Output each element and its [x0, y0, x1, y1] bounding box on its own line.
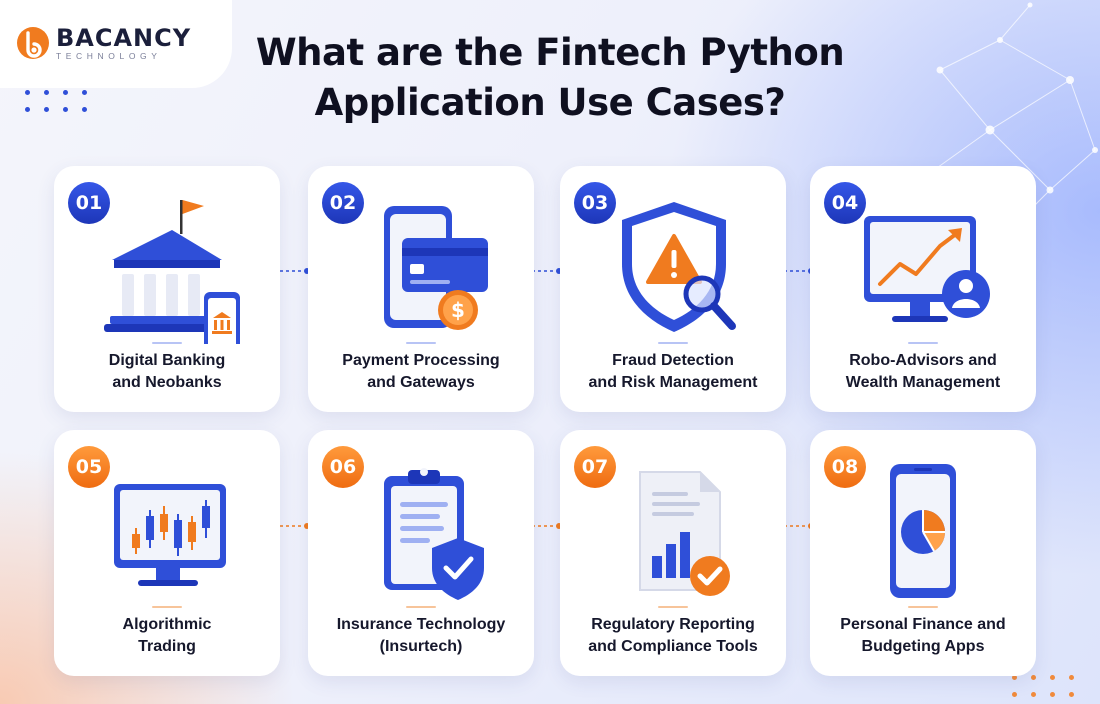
use-case-card-digital-banking: 01 Digital Banking and Neobanks [54, 166, 280, 412]
card-title: Robo-Advisors and Wealth Management [818, 350, 1028, 394]
candlestick-monitor-icon [114, 484, 226, 586]
card-title-line-2: and Neobanks [112, 374, 222, 391]
card-title-line-1: Fraud Detection [612, 352, 734, 369]
title-line-1: What are the Fintech Python [255, 31, 845, 74]
card-title-line-2: (Insurtech) [379, 638, 463, 655]
card-number-badge: 06 [322, 446, 364, 488]
card-title-line-2: and Risk Management [588, 374, 758, 391]
card-title: Fraud Detection and Risk Management [568, 350, 778, 394]
card-divider [658, 342, 688, 344]
phone-pie-icon [890, 464, 956, 598]
use-case-card-payment-processing: 02 $ Payment Processing and Gateways [308, 166, 534, 412]
card-number-badge: 03 [574, 182, 616, 224]
card-title-line-2: Trading [138, 638, 196, 655]
card-divider [406, 342, 436, 344]
card-title-line-1: Robo-Advisors and [849, 352, 997, 369]
chart-monitor-icon [864, 216, 990, 322]
use-case-card-insurtech: 06 Insurance Technology (Insurtech) [308, 430, 534, 676]
svg-text:$: $ [451, 298, 465, 322]
card-number-badge: 02 [322, 182, 364, 224]
card-title-line-1: Regulatory Reporting [591, 616, 755, 633]
bank-icon [104, 200, 240, 344]
card-title-line-1: Personal Finance and [840, 616, 1006, 633]
payment-card-icon: $ [384, 206, 488, 330]
card-number-badge: 01 [68, 182, 110, 224]
card-divider [658, 606, 688, 608]
use-case-card-algorithmic-trading: 05 Algorithmic Trading [54, 430, 280, 676]
card-number-badge: 08 [824, 446, 866, 488]
card-title-line-2: Wealth Management [845, 374, 1001, 391]
use-case-card-personal-finance: 08 Personal Finance and Budgeting Apps [810, 430, 1036, 676]
clipboard-shield-icon [384, 468, 484, 600]
card-divider [152, 606, 182, 608]
report-check-icon [639, 471, 730, 596]
card-title: Personal Finance and Budgeting Apps [818, 614, 1028, 658]
card-title: Payment Processing and Gateways [316, 350, 526, 394]
use-case-card-regulatory-reporting: 07 Regulatory Reporting and Compliance T… [560, 430, 786, 676]
connector-1-2 [280, 268, 310, 274]
card-title-line-2: and Compliance Tools [588, 638, 758, 655]
connector-6-7 [532, 523, 562, 529]
card-divider [152, 342, 182, 344]
card-title-line-1: Digital Banking [108, 352, 226, 369]
page-title: What are the Fintech Python Application … [230, 28, 870, 128]
logo-container: BACANCY TECHNOLOGY [0, 0, 232, 88]
brand-logo: BACANCY TECHNOLOGY [16, 26, 191, 61]
title-line-2: Application Use Cases? [314, 81, 786, 124]
card-divider [908, 342, 938, 344]
brand-tagline: TECHNOLOGY [56, 51, 162, 61]
card-title-line-1: Insurance Technology [336, 616, 506, 633]
use-case-card-fraud-detection: 03 Fraud Detection and Risk Management [560, 166, 786, 412]
card-title: Insurance Technology (Insurtech) [316, 614, 526, 658]
card-title: Regulatory Reporting and Compliance Tool… [568, 614, 778, 658]
card-title-line-2: Budgeting Apps [861, 638, 985, 655]
use-case-card-robo-advisors: 04 Robo-Advisors and Wealth Management [810, 166, 1036, 412]
bacancy-logo-icon [17, 27, 49, 60]
decorative-dots-bottom-right [1012, 675, 1075, 697]
card-number-badge: 07 [574, 446, 616, 488]
card-number-badge: 04 [824, 182, 866, 224]
decorative-dots-top-left [25, 90, 88, 112]
card-title: Algorithmic Trading [62, 614, 272, 658]
connector-5-6 [280, 523, 310, 529]
brand-name: BACANCY [56, 24, 192, 52]
connector-2-3 [532, 268, 562, 274]
card-number-badge: 05 [68, 446, 110, 488]
shield-alert-icon [622, 202, 736, 332]
card-title-line-1: Algorithmic [122, 616, 212, 633]
card-divider [406, 606, 436, 608]
card-title: Digital Banking and Neobanks [62, 350, 272, 394]
card-title-line-1: Payment Processing [342, 352, 500, 369]
card-divider [908, 606, 938, 608]
card-title-line-2: and Gateways [367, 374, 475, 391]
